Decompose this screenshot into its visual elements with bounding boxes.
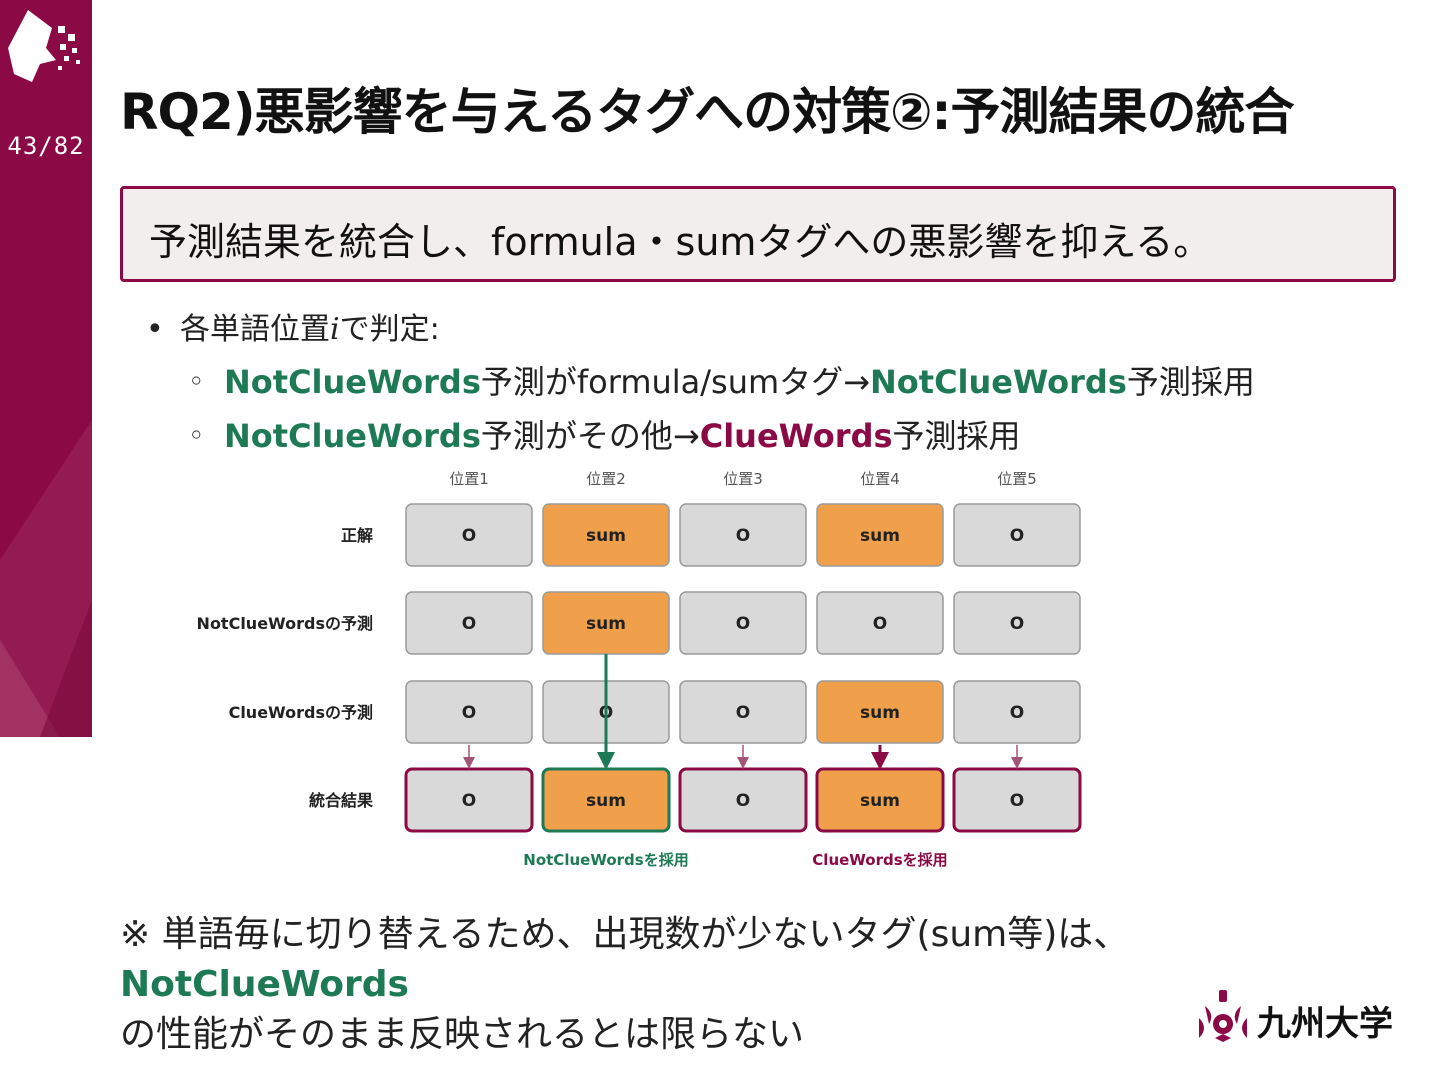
tag-cell-label: sum: [860, 791, 900, 811]
tag-cell: [816, 680, 944, 744]
kyushu-crest-icon: [1199, 990, 1247, 1042]
tag-cell-label: O: [1010, 614, 1024, 634]
tag-cell-label: O: [462, 614, 476, 634]
tag-cell: [953, 503, 1081, 567]
university-logo: 九州大学: [1195, 988, 1410, 1048]
tag-cell: [405, 503, 533, 567]
sub-bullet-rule-1: NotClueWords予測がformula/sumタグ→NotClueWord…: [188, 360, 1255, 414]
tag-cell-label: O: [736, 614, 750, 634]
tag-cell: [405, 591, 533, 655]
rule-action: 予測採用: [1126, 363, 1255, 401]
sidebar: 43/82: [0, 0, 92, 737]
tag-cell: [816, 503, 944, 567]
tag-cell-label: O: [462, 791, 476, 811]
key-message-text: 予測結果を統合し、formula・sumタグへの悪影響を抑える。: [149, 220, 1212, 264]
notcluewords-term: NotClueWords: [224, 417, 481, 455]
humanophilic-logo: [8, 10, 80, 82]
tag-cell: [953, 680, 1081, 744]
sidebar-decoration: [0, 420, 92, 737]
tag-cell: [679, 503, 807, 567]
slide-title: RQ2)悪影響を与えるタグへの対策②:予測結果の統合: [120, 83, 1294, 141]
tag-cell: [404, 767, 534, 833]
tag-cell-label: O: [462, 526, 476, 546]
position-header: 位置3: [723, 470, 763, 488]
tag-cell-label: O: [736, 791, 750, 811]
sub-bullet-rule-2: NotClueWords予測がその他→ClueWords予測採用: [188, 414, 1255, 468]
tag-cell-label: sum: [860, 703, 900, 723]
tag-cell-label: sum: [860, 526, 900, 546]
row-label: 統合結果: [309, 791, 373, 810]
rule-action: 予測採用: [892, 417, 1021, 455]
footnote: ※ 単語毎に切り替えるため、出現数が少ないタグ(sum等)は、 NotClueWo…: [120, 910, 1410, 1060]
tag-cell: [679, 680, 807, 744]
tag-cell: [953, 591, 1081, 655]
bullet-judgement: 各単語位置iで判定:: [146, 310, 1255, 360]
tag-cell-label: O: [1010, 791, 1024, 811]
tag-cell-label: sum: [586, 614, 626, 634]
tag-cell-label: sum: [586, 791, 626, 811]
position-header: 位置1: [449, 470, 489, 488]
tag-cell: [405, 680, 533, 744]
position-header: 位置4: [860, 470, 900, 488]
key-message-box: 予測結果を統合し、formula・sumタグへの悪影響を抑える。: [120, 186, 1396, 282]
footnote-text: ※ 単語毎に切り替えるため、出現数が少ないタグ(sum等)は、: [120, 914, 1130, 955]
tag-cell-label: O: [1010, 526, 1024, 546]
tag-cell-label: O: [736, 703, 750, 723]
row-label: NotClueWordsの予測: [197, 614, 373, 633]
tag-cell-label: O: [1010, 703, 1024, 723]
tag-cell: [679, 591, 807, 655]
tag-cell-label: sum: [586, 526, 626, 546]
tag-cell: [678, 767, 808, 833]
bullet-text: 各単語位置: [180, 312, 330, 347]
tag-cell-label: O: [736, 526, 750, 546]
tag-cell-label: O: [873, 614, 887, 634]
position-header: 位置2: [586, 470, 626, 488]
rule-condition: 予測がその他→: [480, 417, 700, 455]
tag-cell: [542, 503, 670, 567]
position-variable: i: [330, 312, 340, 347]
footnote-text-2: の性能がそのまま反映されるとは限らない: [120, 1014, 805, 1055]
page-number: 43/82: [7, 132, 85, 160]
caption-cluewords: ClueWordsを採用: [812, 851, 947, 869]
row-label: ClueWordsの予測: [229, 703, 373, 722]
rule-condition: 予測がformula/sumタグ→: [480, 363, 870, 401]
notcluewords-term: NotClueWords: [224, 363, 481, 401]
row-label: 正解: [341, 526, 373, 545]
university-name: 九州大学: [1257, 1004, 1393, 1044]
rule-list: 各単語位置iで判定: NotClueWords予測がformula/sumタグ→…: [146, 310, 1255, 468]
position-header: 位置5: [997, 470, 1037, 488]
notcluewords-term: NotClueWords: [870, 363, 1127, 401]
caption-notcluewords: NotClueWordsを採用: [523, 851, 688, 869]
tag-cell-label: O: [462, 703, 476, 723]
tag-cell: [816, 591, 944, 655]
notcluewords-term: NotClueWords: [120, 964, 409, 1005]
cluewords-term: ClueWords: [699, 417, 893, 455]
tag-cell: [952, 767, 1082, 833]
bullet-text-suffix: で判定:: [339, 312, 440, 347]
